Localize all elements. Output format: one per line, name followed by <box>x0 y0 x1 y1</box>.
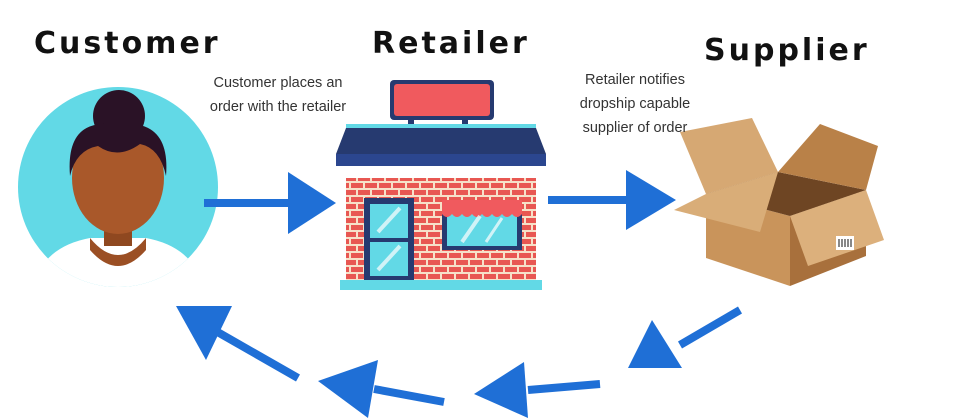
caption-retailer-to-supplier: Retailer notifies dropship capable suppl… <box>560 68 710 140</box>
arrow-return-4 <box>176 306 300 382</box>
caption-line: supplier of order <box>582 120 688 136</box>
caption-line: order with the retailer <box>209 99 347 115</box>
arrow-return-2 <box>474 362 601 418</box>
supplier-heading: Supplier <box>704 33 870 68</box>
arrow-return-1 <box>628 306 743 368</box>
caption-line: Customer places an <box>213 75 343 91</box>
caption-line: Retailer notifies <box>585 72 685 88</box>
retailer-heading: Retailer <box>372 26 530 61</box>
arrow-return-3 <box>318 360 445 418</box>
storefront-icon <box>336 80 546 290</box>
arrow-customer-to-retailer <box>204 172 336 234</box>
caption-customer-to-retailer: Customer places an order with the retail… <box>193 71 363 119</box>
customer-avatar-icon <box>18 87 218 287</box>
arrow-retailer-to-supplier <box>548 170 676 230</box>
caption-line: dropship capable <box>579 96 691 112</box>
customer-heading: Customer <box>34 26 221 61</box>
cardboard-box-icon <box>674 118 884 286</box>
